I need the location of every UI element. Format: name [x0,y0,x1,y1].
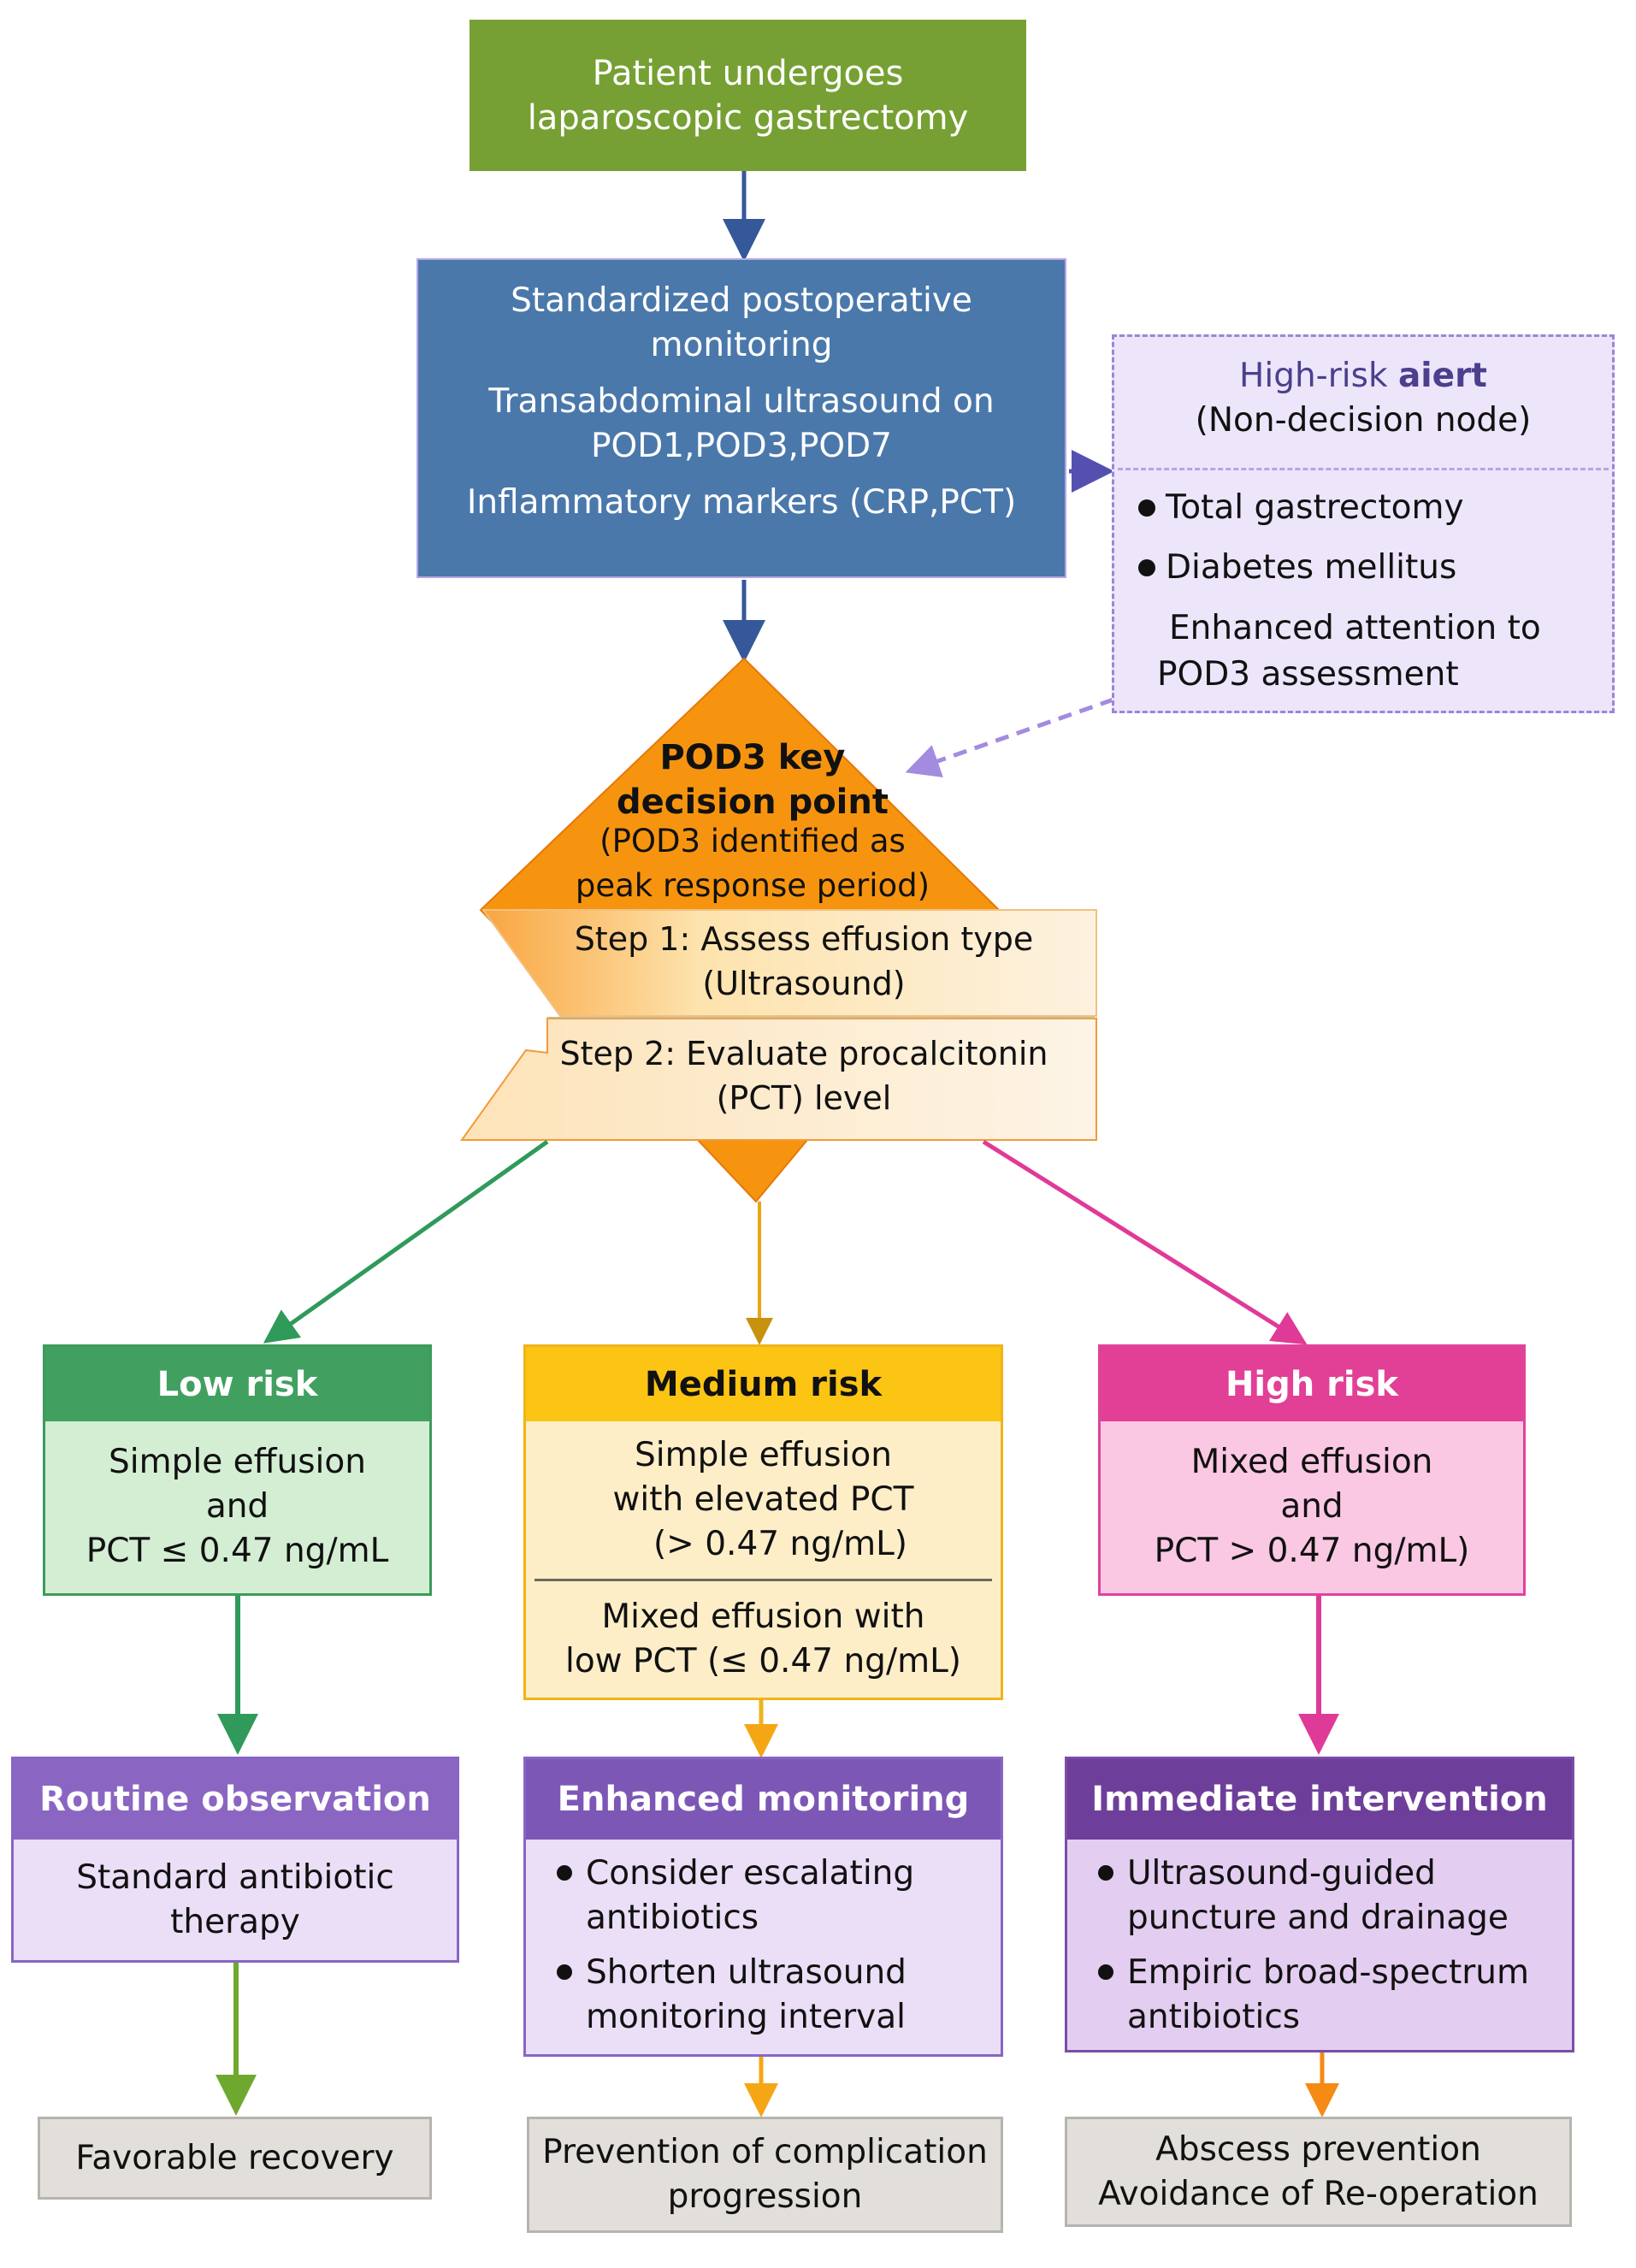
favorable-recovery-node: Favorable recovery [38,2117,432,2200]
decision-subtitle-line: (POD3 identified as [599,823,906,859]
outcome-line: Avoidance of Re-operation [1098,2174,1539,2213]
outcome-line: Favorable recovery [75,2138,394,2177]
high-risk-title: High risk [1101,1347,1523,1421]
monitoring-line: POD1,POD3,POD7 [591,427,892,465]
medium-risk-criteria-1: Simple effusion with elevated PCT (> 0.4… [526,1421,1001,1579]
action-bullet: Ultrasound-guided puncture and drainage [1098,1852,1572,1940]
prevention-node: Prevention of complication progression [527,2117,1003,2233]
start-line: Patient undergoes [592,53,904,93]
bullet-icon [1138,499,1155,517]
criteria-line: Simple effusion [109,1443,366,1481]
alert-title-bold: aiert [1397,357,1487,395]
medium-risk-divider [535,1579,992,1581]
alert-divider [1118,468,1609,470]
enhanced-monitoring-list: Consider escalating antibiotics Shorten … [526,1852,1001,2040]
criteria-line: low PCT (≤ 0.47 ng/mL) [564,1642,962,1680]
alert-bullet-text: Total gastrectomy [1166,488,1464,527]
abscess-prevention-node: Abscess prevention Avoidance of Re-opera… [1065,2117,1572,2227]
bullet-icon [1098,1964,1113,1980]
step1-text: Step 1: Assess effusion type (Ultrasound… [513,917,1095,1006]
monitoring-line: Standardized postoperative [511,281,972,320]
action-bullet: Consider escalating antibiotics [557,1852,1001,1940]
decision-title-line: POD3 key [659,738,846,777]
high-risk-node: High risk Mixed effusion and PCT > 0.47 … [1098,1344,1526,1596]
action-bullet: Empiric broad-spectrum antibiotics [1098,1951,1572,2040]
outcome-line: Abscess prevention [1155,2129,1481,2169]
action-line: Empiric broad-spectrum [1127,1953,1529,1992]
decision-title: POD3 key decision point (POD3 identified… [513,735,992,908]
monitoring-node: Standardized postoperative monitoring Tr… [416,258,1066,578]
action-line: Ultrasound-guided [1127,1854,1436,1893]
action-line: Consider escalating [586,1854,915,1893]
criteria-line: with elevated PCT [612,1480,914,1519]
medium-risk-criteria-2: Mixed effusion with low PCT (≤ 0.47 ng/m… [526,1581,1001,1698]
action-line: Standard antibiotic [76,1858,394,1897]
immediate-intervention-node: Immediate intervention Ultrasound-guided… [1065,1757,1574,2052]
start-node: Patient undergoes laparoscopic gastrecto… [470,20,1026,171]
alert-bullet-list: Total gastrectomy Diabetes mellitus [1114,486,1612,590]
start-line: laparoscopic gastrectomy [527,97,969,138]
enhanced-monitoring-title: Enhanced monitoring [526,1759,1001,1840]
bullet-icon [1098,1865,1113,1881]
high-risk-criteria: Mixed effusion and PCT > 0.47 ng/mL) [1101,1421,1523,1592]
enhanced-monitoring-node: Enhanced monitoring Consider escalating … [523,1757,1003,2057]
criteria-line: (> 0.47 ng/mL) [653,1525,908,1563]
decision-subtitle-line: peak response period) [575,867,930,904]
high-risk-alert-node: High-risk aiert (Non-decision node) Tota… [1112,334,1615,713]
alert-bullet-text: Diabetes mellitus [1166,548,1457,587]
bullet-icon [557,1865,572,1881]
alert-title-prefix: High-risk [1239,357,1398,395]
criteria-line: Simple effusion [635,1436,892,1474]
monitoring-line: monitoring [650,326,833,364]
outcome-line: progression [667,2177,863,2216]
criteria-line: Mixed effusion [1190,1443,1433,1481]
action-line: monitoring interval [586,1998,906,2036]
action-line: Shorten ultrasound [586,1953,907,1992]
step1-line: (Ultrasound) [702,965,906,1002]
monitoring-line: Inflammatory markers (CRP,PCT) [466,483,1017,522]
alert-bullet: Diabetes mellitus [1138,546,1612,590]
medium-risk-node: Medium risk Simple effusion with elevate… [523,1344,1003,1700]
alert-note: Enhanced attention to POD3 assessment [1114,605,1612,698]
alert-bullet: Total gastrectomy [1138,486,1612,530]
decision-title-line: decision point [616,783,889,822]
criteria-line: PCT > 0.47 ng/mL) [1154,1532,1470,1570]
action-line: therapy [170,1902,300,1941]
step2-line: Step 2: Evaluate procalcitonin [559,1035,1048,1072]
bullet-icon [557,1964,572,1980]
action-line: puncture and drainage [1127,1899,1509,1937]
routine-observation-node: Routine observation Standard antibiotic … [11,1757,459,1963]
action-bullet: Shorten ultrasound monitoring interval [557,1951,1001,2040]
bullet-icon [1138,559,1155,576]
routine-observation-title: Routine observation [14,1759,457,1840]
routine-observation-body: Standard antibiotic therapy [14,1840,457,1960]
alert-note-line: Enhanced attention to [1169,609,1541,647]
criteria-line: and [205,1487,269,1526]
alert-title: High-risk aiert [1114,354,1612,399]
step2-line: (PCT) level [716,1079,892,1117]
alert-subtitle: (Non-decision node) [1195,401,1532,440]
criteria-line: Mixed effusion with [601,1598,925,1636]
low-risk-title: Low risk [45,1347,429,1421]
monitoring-line: Transabdominal ultrasound on [488,382,995,421]
medium-risk-title: Medium risk [526,1347,1001,1421]
criteria-line: and [1280,1487,1344,1526]
step2-text: Step 2: Evaluate procalcitonin (PCT) lev… [513,1031,1095,1120]
arrow-decision-to-low [263,1139,549,1344]
immediate-intervention-list: Ultrasound-guided puncture and drainage … [1067,1852,1572,2040]
action-line: antibiotics [586,1899,759,1937]
alert-note-line: POD3 assessment [1157,655,1459,694]
step1-line: Step 1: Assess effusion type [574,920,1034,958]
action-line: antibiotics [1127,1998,1301,2036]
immediate-intervention-title: Immediate intervention [1067,1759,1572,1840]
criteria-line: PCT ≤ 0.47 ng/mL [86,1532,389,1570]
outcome-line: Prevention of complication [542,2133,988,2171]
arrow-decision-to-high [982,1139,1308,1345]
low-risk-node: Low risk Simple effusion and PCT ≤ 0.47 … [43,1344,432,1596]
low-risk-criteria: Simple effusion and PCT ≤ 0.47 ng/mL [45,1421,429,1592]
